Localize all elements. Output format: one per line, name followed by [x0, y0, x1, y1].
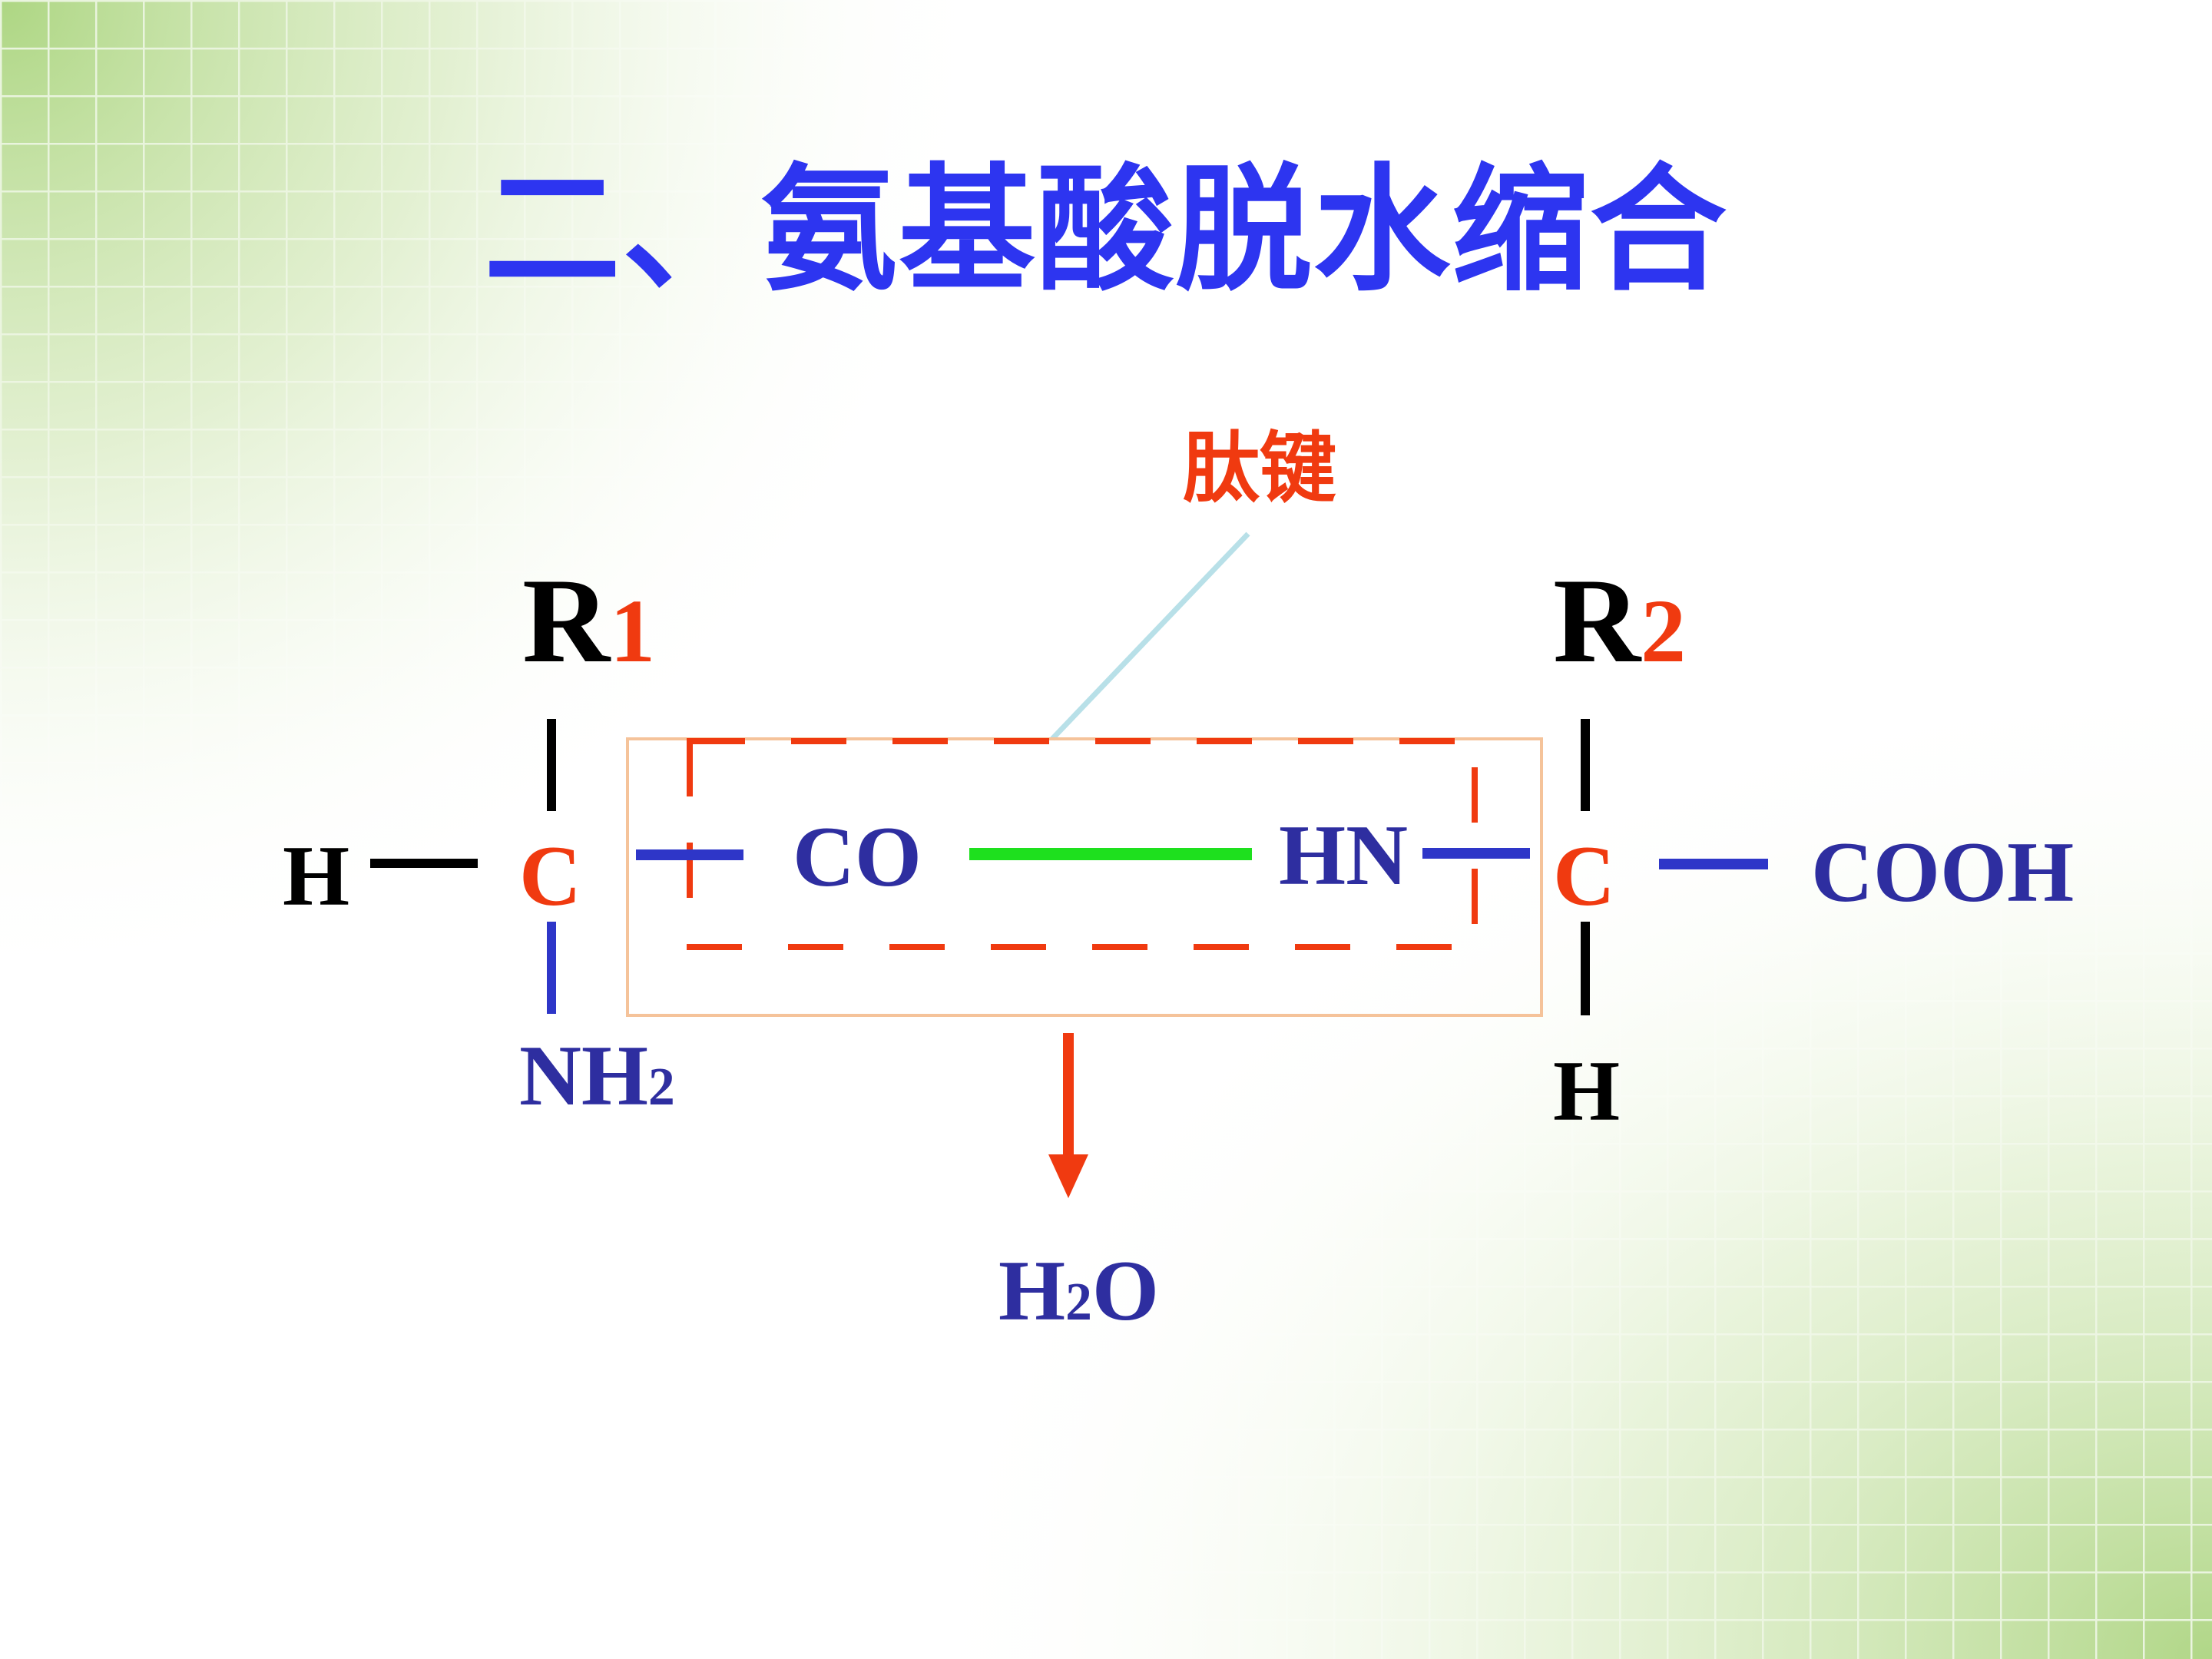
slide-title: 二、氨基酸脱水缩合 — [484, 151, 1728, 310]
r2-letter: R — [1553, 554, 1641, 688]
water-sub: 2 — [1065, 1273, 1092, 1332]
r1-amino-bond-vertical — [547, 922, 556, 1014]
label-connector-line — [1050, 531, 1250, 741]
water-arrow-head — [1048, 1154, 1088, 1198]
carbonyl-group: CO — [793, 810, 922, 905]
r1-h-left: H — [283, 829, 350, 924]
r1-group: R1 — [522, 561, 655, 682]
outer-highlight-box — [626, 737, 1543, 1017]
r1-amino-sub: 2 — [648, 1058, 675, 1117]
water-product: H2O — [998, 1248, 1159, 1334]
water-h: H — [998, 1243, 1066, 1339]
r1-carbon: C — [519, 829, 581, 924]
r2-carboxyl-bond — [1659, 859, 1768, 869]
r2-carboxyl-group: COOH — [1811, 825, 2075, 920]
r2-group: R2 — [1553, 561, 1686, 682]
peptide-bond-label: 肽键 — [1183, 423, 1336, 513]
r1-amino-group: NH2 — [519, 1033, 675, 1119]
r2-bond-vertical — [1581, 719, 1590, 811]
peptide-bond-line — [969, 848, 1252, 860]
water-o: O — [1091, 1243, 1159, 1339]
peptide-bond-dashed-box — [687, 738, 1478, 950]
imino-bond — [1422, 848, 1530, 859]
r1-letter: R — [522, 554, 611, 688]
r2-h-bond-vertical — [1581, 922, 1590, 1015]
r1-carbonyl-bond — [636, 849, 743, 860]
r1-index: 1 — [610, 581, 656, 681]
r2-index: 2 — [1641, 581, 1687, 681]
r1-h-bond — [370, 859, 478, 868]
r1-bond-vertical — [547, 719, 556, 811]
imino-group: HN — [1279, 808, 1408, 903]
r1-amino-main: NH — [519, 1028, 648, 1124]
r2-h-bottom: H — [1553, 1044, 1621, 1139]
r2-carbon: C — [1553, 829, 1615, 924]
